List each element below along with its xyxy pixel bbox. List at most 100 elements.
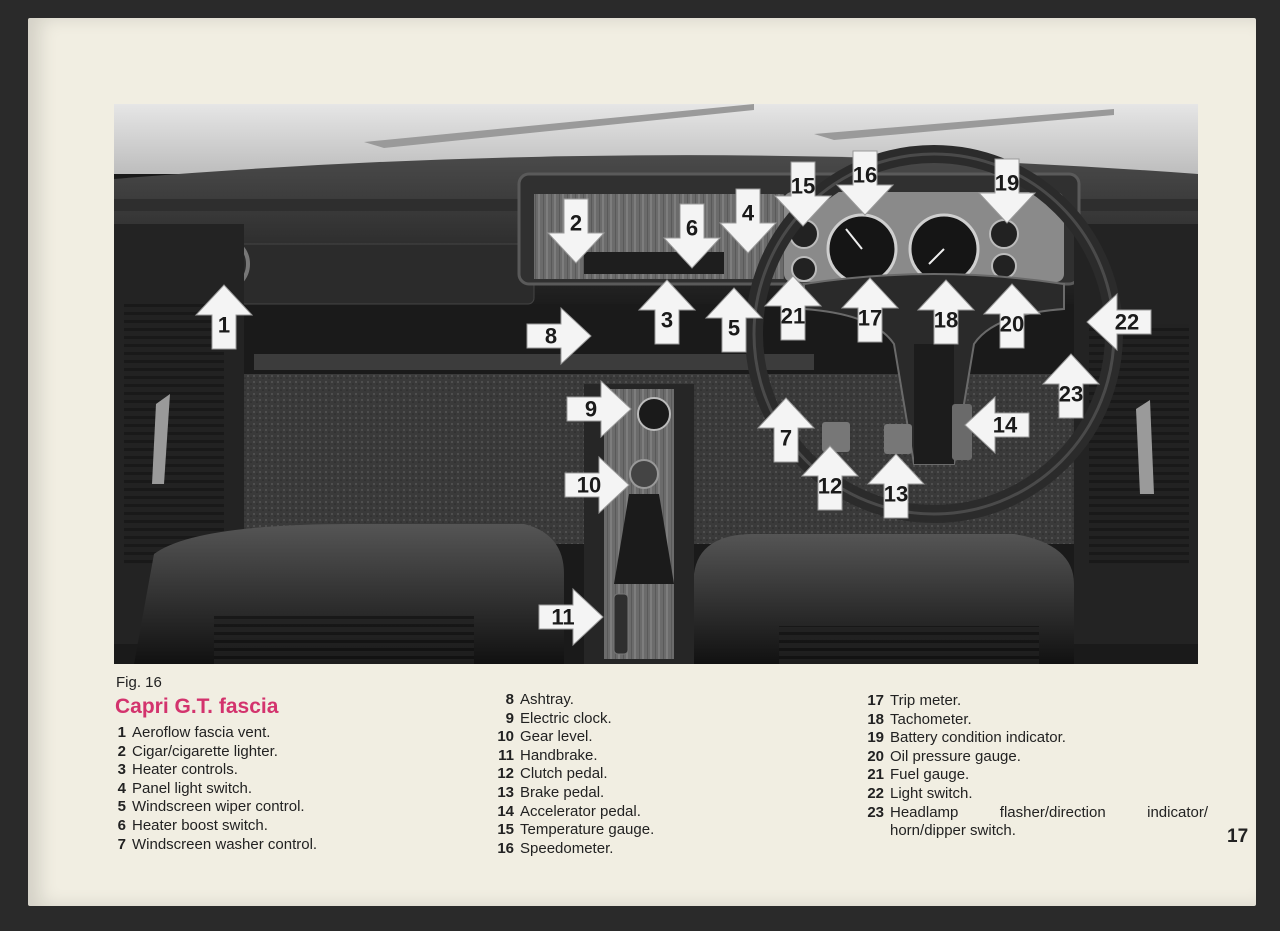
legend-item: 4 Panel light switch.	[114, 780, 317, 799]
callout-arrow-1: 1	[194, 284, 254, 350]
legend-number: 19	[867, 729, 884, 747]
arrow-icon	[840, 277, 900, 343]
callout-number: 23	[1059, 382, 1083, 407]
callout-arrow-14: 14	[964, 395, 1030, 455]
legend-text: Clutch pedal.	[520, 765, 608, 783]
callout-arrow-7: 7	[756, 397, 816, 463]
callout-number: 12	[818, 474, 842, 499]
callout-arrow-18: 18	[916, 279, 976, 345]
callout-arrow-5: 5	[704, 287, 764, 353]
callout-number: 10	[577, 473, 601, 498]
arrow-icon	[662, 203, 722, 269]
legend-text: Electric clock.	[520, 709, 612, 727]
callout-number: 14	[993, 413, 1018, 438]
callout-number: 1	[218, 313, 230, 338]
legend-text: Battery condition indicator.	[890, 729, 1066, 747]
legend-number: 9	[505, 709, 514, 727]
callout-number: 20	[1000, 312, 1024, 337]
callout-number: 13	[884, 482, 908, 507]
callout-number: 5	[728, 316, 740, 341]
legend-text: Handbrake.	[520, 746, 598, 764]
callout-number: 18	[934, 308, 958, 333]
callout-arrow-23: 23	[1041, 353, 1101, 419]
arrow-icon	[964, 395, 1030, 455]
legend-text: Panel light switch.	[132, 779, 253, 797]
legend-number: 2	[117, 742, 126, 760]
legend-number: 20	[867, 747, 884, 765]
legend-text: Fuel gauge.	[890, 766, 970, 784]
legend-item: 2 Cigar/cigarette lighter.	[114, 743, 317, 762]
callout-number: 21	[781, 304, 805, 329]
arrow-icon	[538, 587, 604, 647]
legend-item: 6 Heater boost switch.	[114, 817, 317, 836]
legend-text: Speedometer.	[520, 839, 614, 857]
legend-item: 20 Oil pressure gauge.	[862, 748, 1208, 767]
legend-text: Windscreen washer control.	[132, 835, 318, 853]
legend-number: 18	[867, 710, 884, 728]
arrow-icon	[835, 150, 895, 216]
arrow-icon	[916, 279, 976, 345]
callout-number: 4	[742, 201, 755, 226]
callout-arrow-10: 10	[564, 455, 630, 515]
arrow-icon	[194, 284, 254, 350]
legend-text: Heater controls.	[132, 761, 238, 779]
callout-number: 19	[995, 171, 1019, 196]
arrow-icon	[564, 455, 630, 515]
callout-arrow-17: 17	[840, 277, 900, 343]
callout-arrow-20: 20	[982, 283, 1042, 349]
figure-number: Fig. 16	[116, 674, 162, 691]
arrow-icon	[866, 453, 926, 519]
arrow-icon	[566, 379, 632, 439]
callout-arrow-13: 13	[866, 453, 926, 519]
callout-number: 17	[858, 306, 882, 331]
callout-arrow-21: 21	[763, 275, 823, 341]
callout-arrow-16: 16	[835, 150, 895, 216]
legend-number: 4	[117, 779, 126, 797]
arrow-icon	[773, 161, 833, 227]
legend-item: 19 Battery condition indicator.	[862, 729, 1208, 748]
arrow-icon	[546, 198, 606, 264]
legend-number: 10	[497, 728, 514, 746]
legend-text: Windscreen wiper control.	[132, 798, 305, 816]
legend-text: Headlamp flasher/direction indicator/ ho…	[890, 803, 1208, 840]
legend-text: Heater boost switch.	[132, 816, 268, 834]
callout-number: 6	[686, 216, 698, 241]
legend-number: 15	[497, 821, 514, 839]
callout-arrow-15: 15	[773, 161, 833, 227]
page-number: 17	[1227, 826, 1249, 847]
legend-number: 11	[498, 746, 514, 764]
arrow-icon	[718, 188, 778, 254]
arrow-icon	[756, 397, 816, 463]
arrow-icon	[526, 306, 592, 366]
callout-arrow-2: 2	[546, 198, 606, 264]
legend-text: Ashtray.	[520, 691, 574, 708]
arrow-icon	[763, 275, 823, 341]
callout-number: 15	[791, 174, 815, 199]
callout-number: 22	[1115, 310, 1139, 335]
legend-number: 1	[117, 724, 126, 741]
callout-arrow-8: 8	[526, 306, 592, 366]
legend-number: 14	[497, 802, 514, 820]
legend-text: Accelerator pedal.	[520, 802, 641, 820]
legend-text: Oil pressure gauge.	[890, 747, 1021, 765]
legend-text: Cigar/cigarette lighter.	[132, 742, 278, 760]
legend-number: 6	[117, 816, 126, 834]
legend-text: Trip meter.	[890, 692, 962, 709]
